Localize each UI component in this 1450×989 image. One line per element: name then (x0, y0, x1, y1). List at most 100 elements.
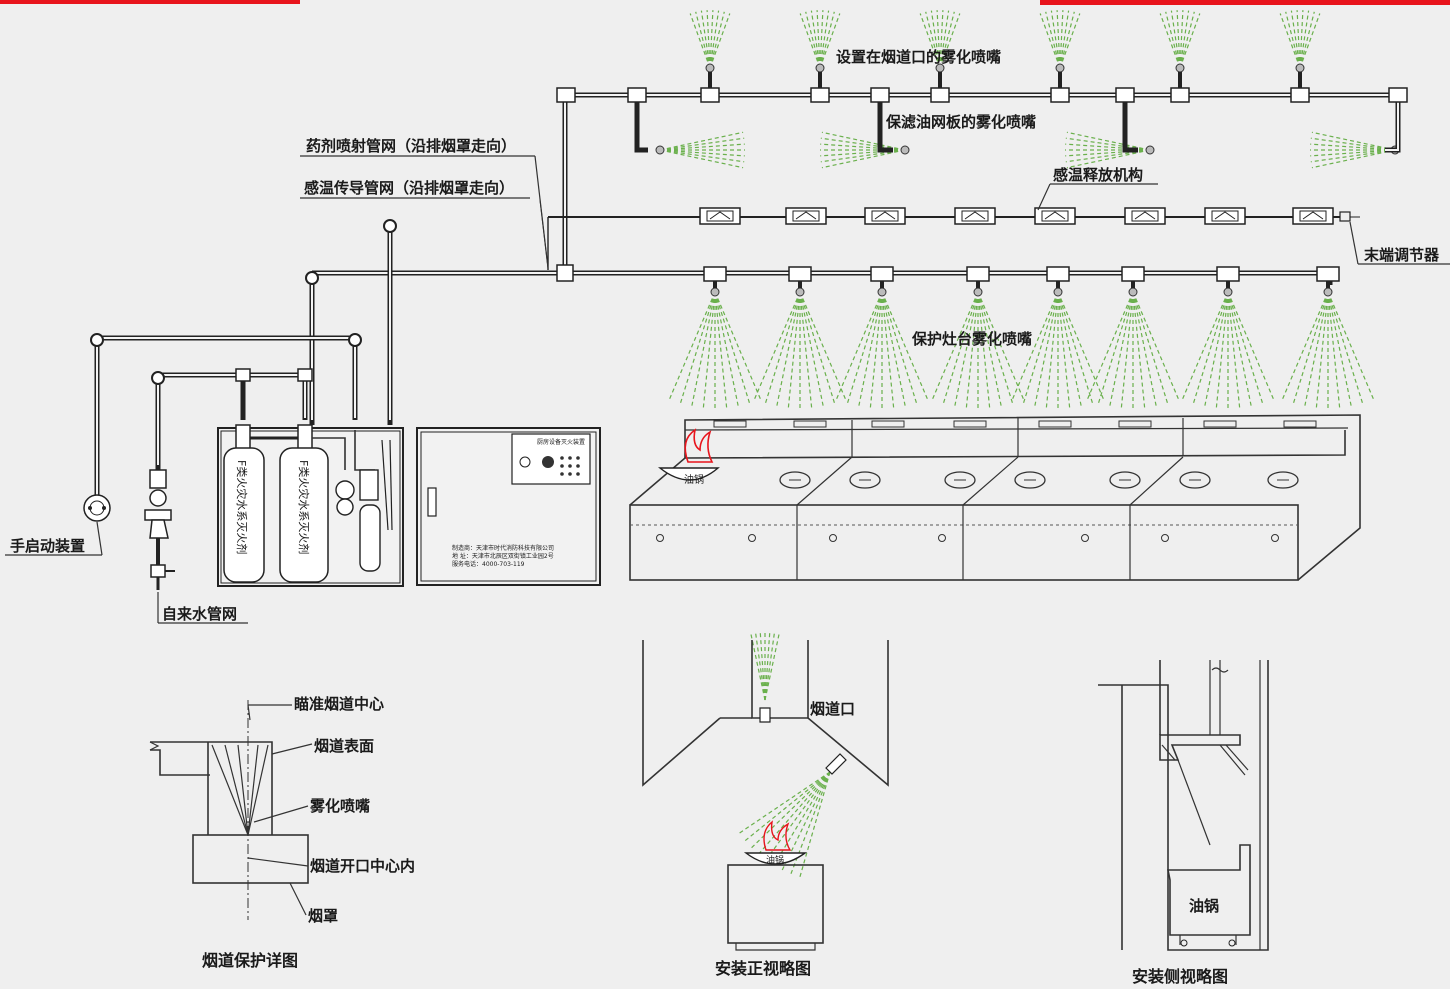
nozzle-flue-1 (705, 63, 715, 73)
label-leaders (5, 155, 1450, 624)
hood-slot-1 (713, 420, 747, 428)
nozzle-filter-2 (900, 145, 910, 155)
tee-stove-6 (1121, 266, 1145, 282)
flue-detail-item-1: 瞄准烟道中心 (294, 695, 384, 713)
nozzle-flue-5 (1175, 63, 1185, 73)
tee-top-9 (1290, 87, 1310, 103)
thermal-release-5 (1034, 207, 1076, 225)
flue-detail-item-5: 烟罩 (308, 907, 338, 925)
knob-7 (1271, 534, 1279, 542)
tee-top-5 (930, 87, 950, 103)
flue-protection-detail (149, 700, 313, 920)
tee-top-8 (1170, 87, 1190, 103)
side-view-detail (1098, 660, 1269, 951)
tee-top-3 (810, 87, 830, 103)
burner-5 (1109, 471, 1141, 489)
tee-stove-1 (703, 266, 727, 282)
pipe-tees-top (627, 72, 1408, 103)
manual-start-device[interactable] (83, 494, 111, 522)
tee-stove-4 (966, 266, 990, 282)
nozzle-stove-4 (973, 287, 983, 297)
water-valve-assembly (144, 469, 175, 590)
tee-top-6 (1050, 87, 1070, 103)
kitchen-stove (629, 414, 1361, 581)
spray-flue-2 (799, 10, 841, 69)
burner-2 (944, 471, 976, 489)
cylinder-left (223, 424, 265, 583)
label-sensor-pipe: 感温传导管网（沿排烟罩走向） (304, 179, 514, 197)
nozzle-filter-3 (1145, 145, 1155, 155)
label-nozzle-filter: 保滤油网板的雾化喷嘴 (885, 113, 1036, 131)
panel-address: 地 址：天津市北辰区双街镇工业园2号 (452, 552, 554, 560)
hood-slot-6 (1118, 420, 1152, 428)
spray-stove-1 (668, 291, 762, 410)
label-water-main: 自来水管网 (162, 605, 237, 623)
thermal-release-2 (785, 207, 827, 225)
accent-bar-left (0, 0, 300, 4)
accent-bar-right (1040, 0, 1450, 5)
extinguisher-cabinet (217, 424, 404, 587)
tee-stove-5 (1046, 266, 1070, 282)
front-view-flue-label: 烟道口 (810, 700, 855, 718)
tee-top-10 (1388, 87, 1408, 103)
knob-6 (1161, 534, 1169, 542)
thermal-release-7 (1204, 207, 1246, 225)
tee-stove-3 (870, 266, 894, 282)
cylinder-label-left: F类火灾水系灭火剂 (235, 460, 249, 554)
spray-stove-3 (835, 291, 929, 410)
cylinder-label-right: F类火灾水系灭火剂 (297, 460, 311, 554)
burner-6 (1179, 471, 1211, 489)
tee-stove-8 (1316, 266, 1340, 282)
nozzle-stove-3 (877, 287, 887, 297)
panel-title: 厨房设备灭火装置 (537, 438, 585, 446)
thermal-release-4 (954, 207, 996, 225)
hood-slot-5 (1038, 420, 1072, 428)
label-thermal-release: 感温释放机构 (1053, 166, 1143, 184)
front-view-wok: 油锅 (766, 854, 784, 866)
knob-1 (656, 534, 664, 542)
stove-nozzle-pipe (312, 270, 1333, 285)
nozzle-stove-6 (1128, 287, 1138, 297)
wok-main (658, 428, 720, 481)
stove-burners (656, 420, 1317, 542)
hood-slot-4 (953, 420, 987, 428)
side-view-wok: 油锅 (1189, 897, 1219, 915)
tee-stove-7 (1216, 266, 1240, 282)
hood-slot-8 (1283, 420, 1317, 428)
spray-flue-1 (689, 10, 731, 69)
flue-detail-item-2: 烟道表面 (314, 737, 374, 755)
spray-flue-3 (919, 10, 961, 69)
cylinder-right (279, 424, 329, 583)
burner-1 (779, 471, 811, 489)
hood-slot-2 (793, 420, 827, 428)
side-view-title: 安装侧视略图 (1132, 967, 1228, 985)
tee-top-1 (627, 87, 647, 103)
label-agent-pipe: 药剂喷射管网（沿排烟罩走向） (306, 137, 516, 155)
tee-top-7 (1115, 87, 1135, 103)
spray-stove-7 (1181, 291, 1275, 410)
thermal-release-units (699, 207, 1334, 225)
label-manual-start: 手启动装置 (10, 537, 85, 555)
control-panel (416, 427, 601, 586)
nozzle-flue-6 (1295, 63, 1305, 73)
thermal-release-6 (1124, 207, 1166, 225)
thermal-release-3 (864, 207, 906, 225)
panel-phone: 服务电话：4000-703-119 (452, 560, 525, 568)
spray-filter-4 (1310, 131, 1396, 169)
nozzle-stove-5 (1053, 287, 1063, 297)
hood-slot-3 (871, 420, 905, 428)
knob-4 (938, 534, 946, 542)
spray-stove-5 (1011, 291, 1105, 410)
nozzle-filter-1 (655, 145, 665, 155)
flue-detail-item-4: 烟道开口中心内 (310, 857, 415, 875)
label-nozzle-flue: 设置在烟道口的雾化喷嘴 (836, 48, 1001, 66)
nozzle-stove-7 (1223, 287, 1233, 297)
pipe-tees-stove (703, 266, 1340, 288)
spray-filter-1 (659, 131, 745, 169)
front-view-title: 安装正视略图 (715, 959, 811, 978)
wok-label-main: 油锅 (684, 473, 704, 486)
thermal-release-8 (1292, 207, 1334, 225)
knob-2 (748, 534, 756, 542)
